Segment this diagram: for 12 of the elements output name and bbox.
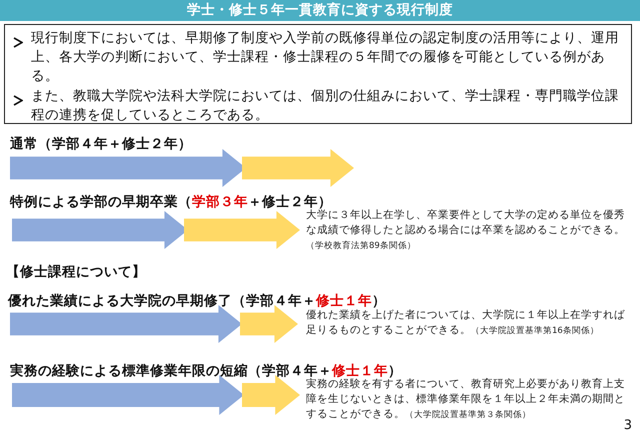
case-heading: 特例による学部の早期卒業（学部３年＋修士２年） — [10, 193, 332, 210]
case-heading: 通常（学部４年＋修士２年） — [10, 135, 192, 153]
case-heading: 優れた業績による大学院の早期修了（学部４年＋修士１年） — [8, 292, 386, 309]
title-banner: 学士・修士５年一貫教育に資する現行制度 — [0, 0, 640, 21]
page-number: 3 — [624, 418, 632, 433]
bullet-text: また、教職大学院や法科大学院においては、個別の仕組みにおいて、学士課程・専門職学位課程の連携を促しているところである。 — [31, 87, 620, 125]
explanation-text: 優れた業績を上げた者については、大学院に１年以上在学すれば足りるものとすることができる。（大学院設置基準第16条関係） — [306, 308, 626, 338]
bullet-text: 現行制度下においては、早期修了制度や入学前の既修得単位の認定制度の活用等により、運用上、各大学の判断において、学士課程・修士課程の５年間での履修を可能としている例がある。 — [31, 29, 620, 86]
case-heading: 実務の経験による標準修業年限の短縮（学部４年＋修士１年） — [10, 362, 402, 379]
explanation-text: 大学に３年以上在学し、卒業要件として大学の定める単位を優秀な成績で修得したと認める場合には卒業を認めることができる。 （学校教育法第89条関係） — [306, 209, 626, 253]
section-heading: 【修士課程について】 — [6, 263, 146, 281]
explanation-text: 実務の経験を有する者について、教育研究上必要があり教育上支障を生じないときは、標準修業年限を１年以上２年未満の期間とすることができる。（大学院設置基準第３条関係） — [306, 378, 625, 420]
